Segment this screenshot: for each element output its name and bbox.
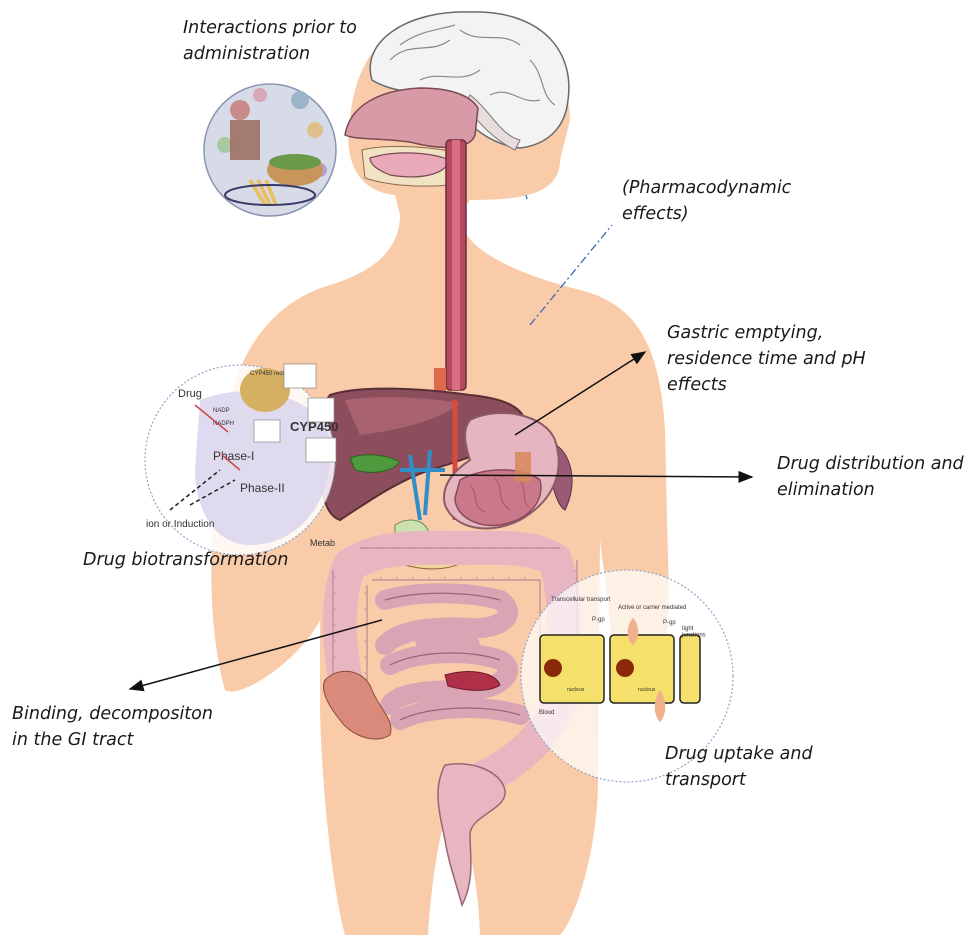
label-uptake: Drug uptake and transport	[665, 741, 813, 793]
label-binding: Binding, decompositon in the GI tract	[12, 701, 213, 753]
metab-text: Metab	[310, 538, 335, 548]
food-inset	[204, 84, 336, 216]
active-text: Active or carrier mediated	[618, 605, 686, 611]
drug-text: Drug	[178, 388, 202, 400]
label-distribution: Drug distribution and elimination	[777, 451, 964, 503]
nucleus-text-2: nucleus	[638, 687, 656, 693]
phase2-text: Phase-II	[240, 481, 285, 495]
label-pharmacodynamic: (Pharmacodynamic effects)	[622, 175, 791, 227]
nucleus-text-1: nucleus	[567, 687, 585, 693]
phase1-text: Phase-I	[213, 449, 254, 463]
label-gastric: Gastric emptying, residence time and pH …	[667, 320, 866, 398]
transcellular-text: Transcellular transport	[551, 597, 611, 603]
pgp-text-2: P-gp	[663, 620, 676, 626]
label-interactions-prior: Interactions prior to administration	[183, 15, 357, 67]
inhibition-text: ion or Induction	[146, 519, 214, 530]
nadp-text: NADP	[213, 408, 230, 414]
label-biotransformation: Drug biotransformation	[83, 547, 288, 573]
pgp-text-1: P-gp	[592, 617, 605, 623]
blood-text: Blood	[539, 710, 554, 716]
